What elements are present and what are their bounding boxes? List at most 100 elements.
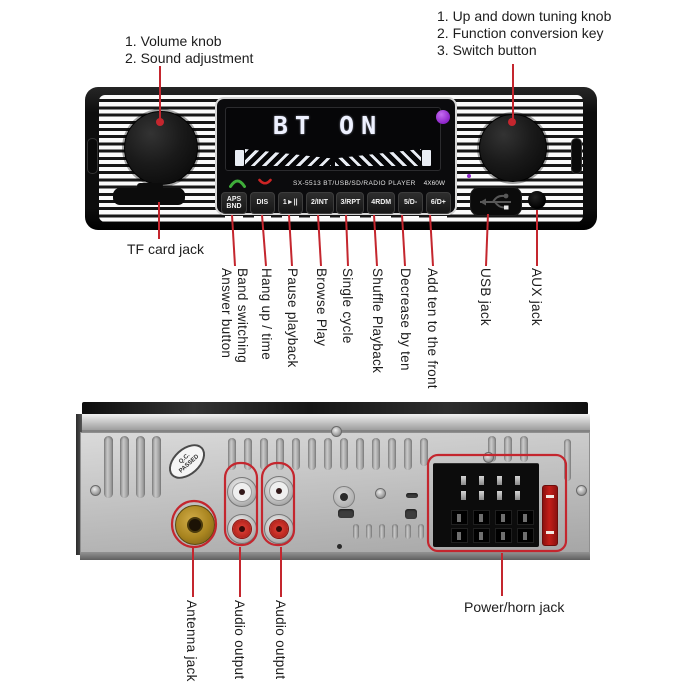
connector-cavity	[451, 528, 468, 543]
vent-slot	[308, 438, 316, 470]
connector-pin	[515, 491, 520, 500]
rca-white-jack	[227, 477, 257, 507]
note-line: 1. Up and down tuning knob	[437, 8, 612, 24]
audio-output-label: Audio output	[232, 600, 247, 680]
equalizer-endblock-left	[235, 150, 244, 166]
connector-pin	[461, 476, 466, 485]
rca-red-jack	[227, 514, 257, 544]
round-hole	[333, 486, 355, 508]
slot	[338, 509, 354, 518]
tuning-knob	[479, 114, 547, 182]
connector-cavity	[517, 528, 534, 543]
vent-slot	[276, 438, 284, 470]
vent-slot	[379, 524, 385, 539]
screw	[483, 452, 494, 463]
note-line: 1. Volume knob	[125, 33, 222, 49]
slot	[405, 509, 417, 519]
small-hole	[337, 544, 342, 549]
connector-pin	[497, 476, 502, 485]
connector-cavity	[495, 528, 512, 543]
volume-note: 1. Volume knob 2. Sound adjustment	[125, 33, 253, 67]
note-line: 3. Switch button	[437, 42, 537, 58]
answer-phone-icon	[229, 179, 246, 188]
vent-slot	[366, 524, 372, 539]
vent-slot	[388, 438, 396, 470]
slot	[406, 493, 418, 498]
left-frame-notch	[87, 138, 98, 174]
tf-card-label: TF card jack	[127, 241, 205, 257]
vent-slot	[405, 524, 411, 539]
lcd-screen: BT ON	[225, 107, 441, 171]
vent-slot	[324, 438, 332, 470]
vent-slot	[244, 438, 252, 470]
screw	[331, 426, 342, 437]
connector-pin	[479, 491, 484, 500]
aps-bnd-button: APS BND	[221, 192, 247, 218]
vent-slot	[372, 438, 380, 470]
volume-knob	[124, 111, 198, 185]
lcd-equalizer-bars	[235, 149, 431, 166]
connector-cavity	[517, 510, 534, 525]
vent-slot	[292, 438, 300, 470]
note-line: 2. Function conversion key	[437, 25, 604, 41]
answer-band-label: Answer button Band switching	[218, 268, 250, 363]
rear-left-edge	[76, 414, 82, 555]
play-pause-button: 1►||	[277, 192, 303, 218]
screw	[90, 485, 101, 496]
vent-slot	[104, 436, 113, 498]
equalizer-wedge-right	[334, 149, 421, 166]
power-led	[436, 110, 450, 124]
rear-face: Q.C. PASSED	[80, 432, 590, 553]
vent-slot	[488, 436, 496, 462]
plus-ten-button: 6/D+	[425, 192, 451, 218]
int-button: 2/INT	[305, 192, 334, 218]
connector-cavity	[451, 510, 468, 525]
screw	[576, 485, 587, 496]
hangup-phone-icon	[258, 178, 272, 185]
hangup-label: Hang up / time	[259, 268, 274, 360]
model-text: SX-5513 BT/USB/SD/RADIO PLAYER	[293, 180, 416, 187]
rpt-button: 3/RPT	[336, 192, 365, 218]
display-module: BT ON SX-5513 BT/USB/SD/RADIO PLAYER 4X6…	[215, 97, 457, 218]
vent-slot	[152, 436, 161, 498]
antenna-jack	[175, 505, 215, 545]
stereo-front-panel: BT ON SX-5513 BT/USB/SD/RADIO PLAYER 4X6…	[85, 87, 597, 230]
vent-slot	[120, 436, 129, 498]
aux-label: AUX jack	[529, 268, 544, 326]
connector-pin	[461, 491, 466, 500]
power-rating-text: 4X60W	[423, 180, 445, 187]
connector-cavity	[473, 510, 490, 525]
stereo-rear-panel: Q.C. PASSED	[76, 402, 594, 562]
qc-passed-sticker: Q.C. PASSED	[162, 437, 212, 486]
vent-slot	[340, 438, 348, 470]
vent-slot	[418, 524, 424, 539]
screw	[375, 488, 386, 499]
lcd-status-text: BT ON	[272, 111, 384, 140]
rear-bottom-edge	[80, 553, 590, 560]
equalizer-endblock-right	[422, 150, 431, 166]
rca-red-jack	[264, 514, 294, 544]
dis-button: DIS	[249, 192, 275, 218]
shuffle-label: Shuffle Playback	[370, 268, 385, 374]
right-frame-notch	[571, 138, 582, 174]
equalizer-wedge-left	[245, 149, 332, 166]
decrease-label: Decrease by ten	[398, 268, 413, 371]
usb-label: USB jack	[478, 268, 493, 326]
connector-pin	[497, 491, 502, 500]
button-label: BND	[226, 203, 242, 210]
minus-ten-button: 5/D-	[398, 192, 424, 218]
vent-slot	[392, 524, 398, 539]
front-button-row: APS BND DIS 1►|| 2/INT 3/RPT 4RDM 5/D- 6…	[221, 192, 451, 218]
audio-output-label: Audio output	[273, 600, 288, 680]
power-horn-connector	[433, 463, 539, 547]
connector-pin	[515, 476, 520, 485]
vent-slot	[356, 438, 364, 470]
power-horn-label: Power/horn jack	[464, 599, 565, 615]
rdm-button: 4RDM	[367, 192, 396, 218]
add-ten-label: Add ten to the front	[425, 268, 440, 389]
vent-slot	[420, 438, 428, 466]
rca-white-jack	[264, 476, 294, 506]
vent-slot	[520, 436, 528, 462]
label-line: Band switching	[235, 268, 250, 364]
usb-port	[470, 187, 522, 216]
